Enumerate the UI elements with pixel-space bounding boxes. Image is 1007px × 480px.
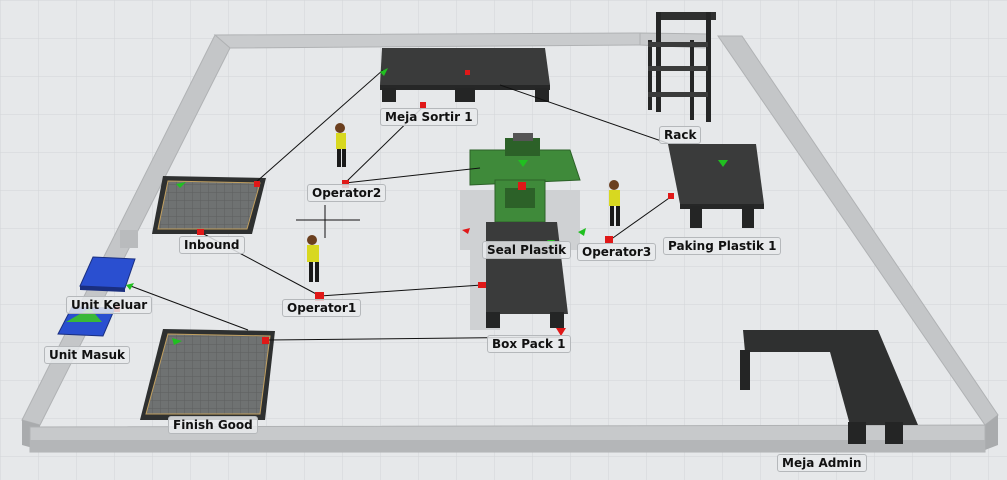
rack-shelf[interactable] [648, 12, 716, 122]
label-meja-sortir-1: Meja Sortir 1 [380, 108, 478, 126]
unit-keluar-sink[interactable] [79, 256, 136, 292]
finish-good-queue[interactable] [140, 329, 275, 420]
meja-admin-desk[interactable] [740, 330, 918, 444]
operator3-figure[interactable] [609, 180, 620, 226]
label-finish-good: Finish Good [168, 416, 258, 434]
inbound-queue[interactable] [152, 176, 266, 234]
label-inbound: Inbound [179, 236, 245, 254]
label-unit-keluar: Unit Keluar [66, 296, 153, 314]
label-seal-plastik: Seal Plastik [482, 241, 572, 259]
operator2-figure[interactable] [335, 123, 346, 167]
label-operator2: Operator2 [307, 184, 387, 202]
meja-sortir-table[interactable] [380, 48, 550, 102]
label-box-pack-1: Box Pack 1 [487, 335, 571, 353]
label-meja-admin: Meja Admin [777, 454, 867, 472]
operator1-figure[interactable] [307, 235, 319, 282]
label-paking-plastik-1: Paking Plastik 1 [663, 237, 782, 255]
label-operator3: Operator3 [577, 243, 657, 261]
label-operator1: Operator1 [282, 299, 362, 317]
label-unit-masuk: Unit Masuk [44, 346, 131, 364]
paking-plastik-table[interactable] [668, 144, 764, 228]
label-rack: Rack [659, 126, 702, 144]
